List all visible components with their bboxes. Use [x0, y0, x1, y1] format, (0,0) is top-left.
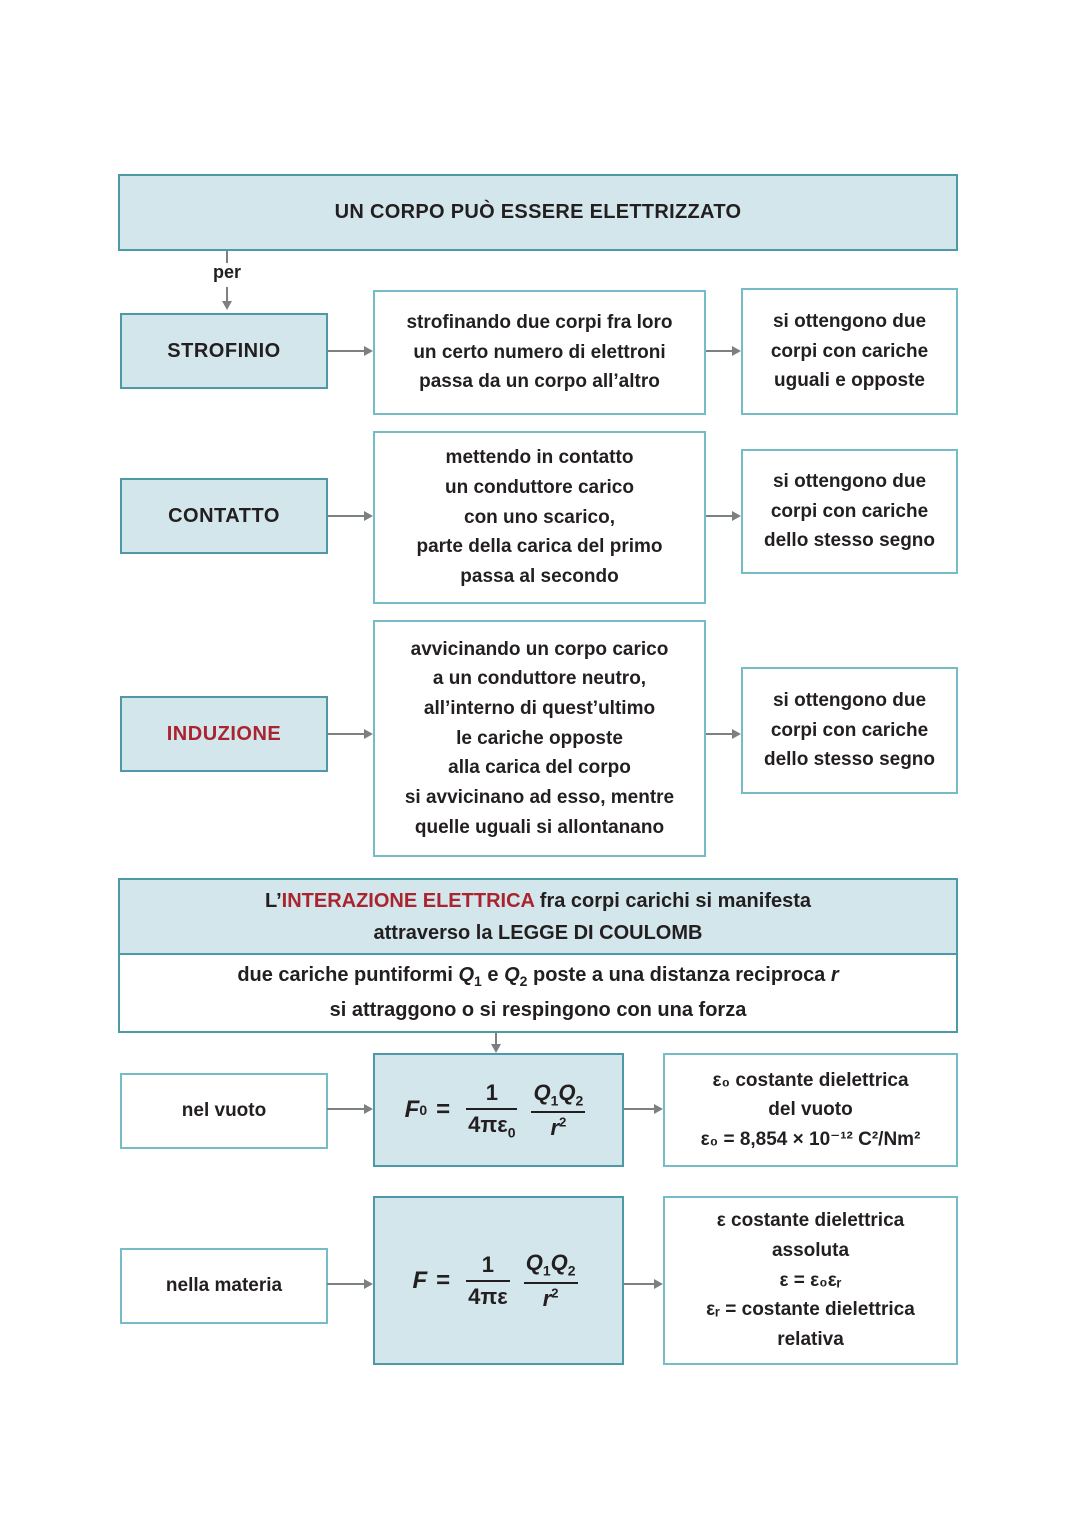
vacuum-label: nel vuoto [181, 1100, 267, 1122]
coulomb-intro-line1: due cariche puntiformi Q1 e Q2 poste a u… [237, 964, 839, 990]
description-box-strofinio: strofinando due corpi fra loro un certo … [373, 290, 706, 415]
fraction-one-over-4pi-eps0: 1 4πε0 [466, 1079, 518, 1141]
matter-label: nella materia [165, 1275, 283, 1297]
arrow-induzione-to-description [327, 733, 364, 735]
fraction-one-over-4pi-eps: 1 4πε [466, 1251, 510, 1309]
arrow-vacuum-label-to-formula [327, 1108, 364, 1110]
matter-formula-box: F = 1 4πε Q1Q2 r2 [373, 1196, 624, 1365]
fraction-bar [466, 1107, 518, 1110]
matter-note: ε costante dielettrica assoluta ε = ε₀εᵣ… [706, 1210, 915, 1350]
charge-q2-symbol: Q [504, 964, 520, 987]
fraction-bar [531, 1111, 586, 1114]
fraction-q1q2-over-r2: Q1Q2 r2 [531, 1079, 586, 1141]
description-contatto: mettendo in contatto un conduttore caric… [416, 447, 663, 587]
method-label-induzione: INDUZIONE [166, 722, 282, 745]
description-box-induzione: avvicinando un corpo carico a un condutt… [373, 620, 706, 857]
arrow-matter-formula-to-note [624, 1283, 654, 1285]
electrization-title-box: UN CORPO PUÒ ESSERE ELETTRIZZATO [118, 174, 958, 251]
fraction-bar [523, 1281, 578, 1284]
coulomb-header-line1: L’INTERAZIONE ELETTRICA fra corpi carich… [265, 885, 811, 917]
coulomb-intro-line2: si attraggono o si respingono con una fo… [329, 998, 747, 1021]
result-induzione: si ottengono due corpi con cariche dello… [763, 690, 936, 771]
coulomb-header-rest: fra corpi carichi si manifesta [534, 889, 812, 912]
matter-note-box: ε costante dielettrica assoluta ε = ε₀εᵣ… [663, 1196, 958, 1365]
vacuum-note: ε₀ costante dielettrica del vuoto ε₀ = 8… [700, 1069, 921, 1150]
per-arrow [226, 287, 228, 301]
method-box-contatto: CONTATTO [120, 478, 328, 554]
fraction-bar [466, 1280, 510, 1282]
arrow-strofinio-to-description [327, 350, 364, 352]
result-strofinio: si ottengono due corpi con cariche ugual… [770, 311, 929, 392]
result-box-contatto: si ottengono due corpi con cariche dello… [741, 449, 958, 574]
result-box-induzione: si ottengono due corpi con cariche dello… [741, 667, 958, 794]
equals-sign: = [436, 1096, 451, 1123]
arrow-intro-to-formula [495, 1033, 497, 1044]
force-f-symbol: F [412, 1266, 428, 1294]
vacuum-label-box: nel vuoto [120, 1073, 328, 1149]
method-box-strofinio: STROFINIO [120, 313, 328, 389]
arrow-matter-label-to-formula [327, 1283, 364, 1285]
result-contatto: si ottengono due corpi con cariche dello… [763, 471, 936, 552]
result-box-strofinio: si ottengono due corpi con cariche ugual… [741, 288, 958, 415]
arrow-description-to-result-induzione [706, 733, 732, 735]
description-induzione: avvicinando un corpo carico a un condutt… [404, 638, 675, 838]
electrization-title: UN CORPO PUÒ ESSERE ELETTRIZZATO [334, 201, 742, 223]
method-label-strofinio: STROFINIO [167, 339, 281, 362]
description-box-contatto: mettendo in contatto un conduttore caric… [373, 431, 706, 604]
method-box-induzione: INDUZIONE [120, 696, 328, 772]
per-connector-line [226, 251, 228, 263]
coulomb-header-prefix: L’ [264, 889, 282, 912]
fraction-q1q2-over-r2: Q1Q2 r2 [523, 1250, 578, 1311]
equals-sign: = [436, 1266, 451, 1294]
coulomb-header-box: L’INTERAZIONE ELETTRICA fra corpi carich… [118, 878, 958, 955]
arrow-contatto-to-description [327, 515, 364, 517]
force-f0-symbol: F [404, 1096, 420, 1123]
arrow-description-to-result-contatto [706, 515, 732, 517]
arrow-vacuum-formula-to-note [624, 1108, 654, 1110]
vacuum-note-box: ε₀ costante dielettrica del vuoto ε₀ = 8… [663, 1053, 958, 1167]
coulomb-intro-box: due cariche puntiformi Q1 e Q2 poste a u… [118, 953, 958, 1033]
description-strofinio: strofinando due corpi fra loro un certo … [406, 312, 673, 393]
charge-q1-symbol: Q [458, 964, 475, 987]
per-label: per [212, 262, 241, 282]
coulomb-header-line2: attraverso la LEGGE DI COULOMB [373, 921, 703, 944]
method-label-contatto: CONTATTO [168, 504, 280, 527]
matter-label-box: nella materia [120, 1248, 328, 1324]
coulomb-header-highlight: INTERAZIONE ELETTRICA [281, 889, 535, 912]
distance-r-symbol: r [830, 964, 839, 987]
arrow-description-to-result-strofinio [706, 350, 732, 352]
